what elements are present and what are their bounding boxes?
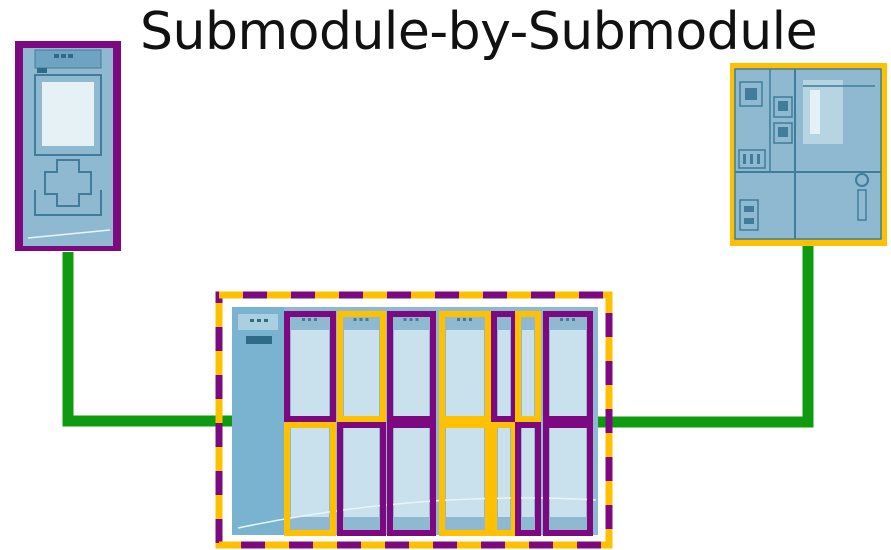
module-led	[572, 318, 575, 321]
cable-right	[596, 246, 814, 428]
port-icon	[773, 122, 793, 144]
shared-device-station	[232, 307, 598, 536]
module-led	[469, 318, 472, 321]
module-led	[308, 318, 311, 321]
plc-navigation-icon	[44, 159, 92, 207]
module-led	[302, 318, 305, 321]
submodule-frame-yellow	[337, 311, 386, 422]
plc-controller	[15, 41, 121, 251]
module-led	[359, 318, 363, 321]
network-cables	[62, 246, 814, 428]
submodule-frame-yellow	[491, 422, 517, 536]
cable-left	[62, 252, 232, 427]
module-led	[353, 318, 357, 321]
submodule-frame-purple	[543, 422, 593, 536]
shared-device-frame	[215, 291, 613, 549]
submodule-frames	[284, 311, 593, 536]
module-led	[566, 318, 569, 321]
head-module	[232, 307, 284, 535]
submodule-frame-purple	[284, 311, 336, 422]
module-led	[463, 318, 466, 321]
module-led	[415, 318, 419, 321]
submodule-frame-purple	[387, 422, 436, 536]
module-led	[403, 318, 407, 321]
port-icon	[773, 96, 793, 118]
submodule-frame-yellow	[284, 422, 336, 536]
plc-display	[42, 82, 94, 146]
submodule-frame-purple	[387, 311, 436, 422]
shared-frame-yellow-dashes	[215, 291, 613, 549]
port-icon	[739, 81, 763, 107]
module-led	[457, 318, 460, 321]
diagram-title: Submodule-by-Submodule	[140, 2, 818, 62]
module-led	[560, 318, 563, 321]
module-led	[365, 318, 369, 321]
module-led	[409, 318, 413, 321]
plc-body	[23, 48, 113, 246]
submodule-frame-yellow	[515, 311, 541, 422]
submodule-frame-yellow	[439, 311, 491, 422]
io-device	[730, 63, 887, 246]
submodule-frame-purple	[515, 422, 541, 536]
module-led	[314, 318, 317, 321]
submodule-frame-purple	[543, 311, 593, 422]
submodule-frame-purple	[337, 422, 386, 536]
submodule-frame-purple	[491, 311, 517, 422]
submodule-frame-yellow	[439, 422, 491, 536]
